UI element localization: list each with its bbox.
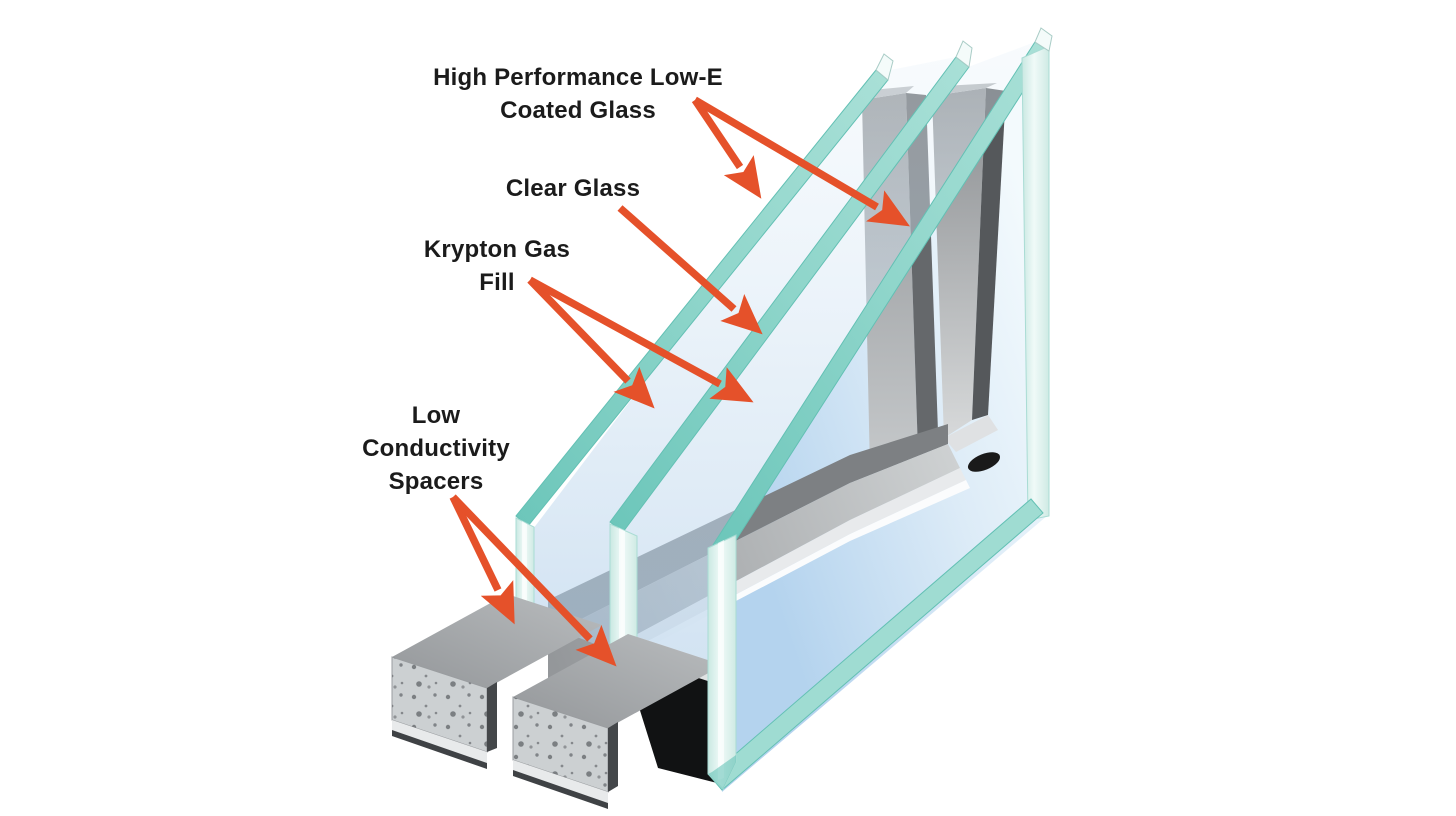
- callout-arrows: [449, 96, 910, 667]
- spacer-bar-right-side: [608, 722, 618, 792]
- sill-front-highlight: [548, 480, 970, 700]
- arrow-krypton-gap-outer: [527, 277, 655, 409]
- label-line: Krypton Gas: [423, 236, 571, 263]
- inner-pane-strip-highlight: [718, 540, 724, 780]
- inner-pane-right-edge: [1021, 45, 1050, 521]
- inner-glass-pane-edges: [707, 27, 1053, 791]
- label-line: Fill: [479, 269, 515, 296]
- arrow-krypton-gap-inner: [528, 276, 754, 403]
- spacer-bar-right-speckles: [513, 697, 608, 792]
- outer-glass-pane: [515, 53, 894, 613]
- spacer-bar-left-shadow: [392, 730, 487, 769]
- middle-pane-tip: [955, 40, 973, 68]
- spacer-column-right-side: [972, 88, 1006, 420]
- outer-pane-strip-highlight: [522, 521, 527, 609]
- gas-gap-outer: [533, 57, 956, 650]
- label-line: Clear Glass: [505, 175, 641, 202]
- arrow-clear-glass: [617, 205, 763, 335]
- jamb-channel-hole: [967, 452, 1001, 472]
- outer-pane-tip: [875, 53, 894, 81]
- middle-glass-pane: [609, 40, 973, 656]
- label-low-conductivity-spacers: Low Conductivity Spacers: [362, 399, 510, 498]
- spacer-bar-left: [391, 594, 602, 769]
- spacer-bar-left-top: [392, 594, 602, 688]
- spacer-bar-left-side: [487, 682, 497, 752]
- arrow-spacer-left: [449, 495, 515, 625]
- spacer-bar-left-bottom-edge: [392, 720, 487, 763]
- label-low-e-coated-glass: High Performance Low-E Coated Glass: [433, 61, 723, 127]
- spacer-bar-right-shadow: [513, 770, 608, 809]
- inner-pane-corner-facet: [708, 755, 736, 789]
- spacer-bar-left-speckles: [392, 657, 487, 752]
- label-clear-glass: Clear Glass: [506, 172, 640, 205]
- arrow-low-e-to-inner-pane: [693, 96, 910, 227]
- label-line: Conductivity: [362, 435, 510, 462]
- jamb-end-cap: [944, 415, 998, 452]
- spacer-bar-right-top: [513, 634, 723, 728]
- label-krypton-gas-fill: Krypton Gas Fill: [424, 233, 570, 299]
- label-line: Spacers: [388, 468, 484, 495]
- gas-gap-inner: [623, 42, 1035, 680]
- spacer-bar-right: [512, 634, 723, 809]
- label-line: Coated Glass: [500, 97, 656, 124]
- middle-pane-strip-highlight: [619, 528, 625, 650]
- label-line: High Performance Low-E: [433, 64, 723, 91]
- arrow-low-e-to-outer-pane: [691, 97, 762, 199]
- spacer-bar-right-bottom-edge: [513, 760, 608, 803]
- label-line: Low: [411, 402, 461, 429]
- arrow-spacer-right: [450, 494, 617, 667]
- inner-pane-tip: [1034, 27, 1053, 52]
